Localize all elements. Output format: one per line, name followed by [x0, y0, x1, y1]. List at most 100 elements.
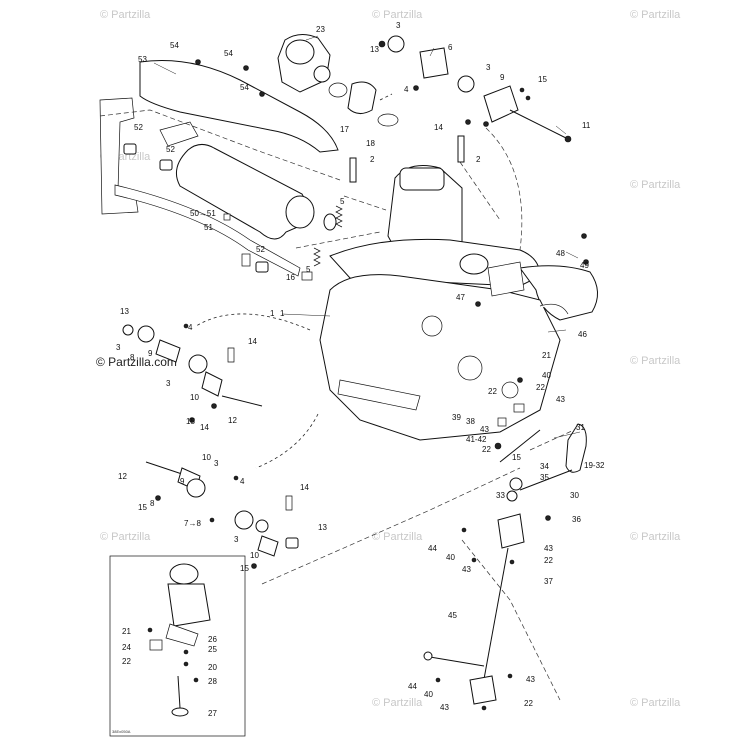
dashed-guide	[461, 539, 561, 701]
callout-22: 22	[536, 383, 545, 392]
callout-11: 11	[582, 121, 591, 130]
callout-43: 43	[462, 565, 471, 574]
leader	[547, 329, 567, 333]
callout-43: 43	[480, 425, 489, 434]
callout-10: 10	[190, 393, 199, 402]
bushing	[506, 490, 518, 502]
rod-end	[423, 651, 433, 661]
callout-27: 27	[208, 709, 217, 718]
watermark: © Partzilla	[630, 355, 681, 367]
callout-43: 43	[526, 675, 535, 684]
bolt	[243, 65, 249, 71]
callout-15: 15	[240, 564, 249, 573]
callout-28: 28	[208, 677, 217, 686]
bolt	[475, 301, 481, 307]
callout-43: 43	[556, 395, 565, 404]
shift-knob	[565, 423, 587, 473]
inset-carb-top	[169, 563, 199, 585]
bolt	[525, 95, 531, 101]
callout-46: 46	[578, 330, 587, 339]
leader-lines	[153, 35, 581, 439]
callout-25: 25	[208, 645, 217, 654]
watermark-inline: © Partzilla.com	[96, 355, 177, 369]
watermark: © Partzilla	[100, 531, 151, 543]
engine-bracket	[483, 85, 519, 123]
callout-10: 10	[250, 551, 259, 560]
muffler	[175, 144, 307, 240]
callout-8: 8	[130, 353, 135, 362]
callout-50-51: 50→51	[190, 209, 216, 218]
left-mount-upper	[122, 323, 263, 423]
callout-3: 3	[166, 379, 171, 388]
leader	[305, 35, 319, 41]
bolt	[581, 233, 587, 239]
callout-12: 12	[118, 472, 127, 481]
inset-carb-body	[167, 583, 211, 627]
nut	[461, 527, 467, 533]
callout-43: 43	[440, 703, 449, 712]
crankcase-cover	[501, 381, 519, 399]
bolt	[155, 495, 161, 501]
inset-screw	[183, 649, 189, 655]
callout-labels: 1 2 2 3 3 3 3 3 3 4 4 4 5 5 6 7→8 8 8 9 …	[116, 21, 605, 718]
lower-bracket	[469, 675, 497, 705]
washer	[387, 35, 405, 53]
callout-2: 2	[370, 155, 375, 164]
ball-joint	[494, 442, 502, 450]
bolt	[519, 87, 525, 93]
callout-9: 9	[148, 349, 153, 358]
nut	[471, 557, 477, 563]
bolt	[189, 417, 195, 423]
washer	[137, 325, 155, 343]
bolt	[465, 119, 471, 125]
callout-3: 3	[396, 21, 401, 30]
inset-rod	[177, 675, 181, 709]
bolt	[583, 259, 589, 265]
callout-54: 54	[170, 41, 179, 50]
callout-34: 34	[540, 462, 549, 471]
nut	[481, 705, 487, 711]
shift-lever	[519, 469, 573, 491]
callout-1: 1	[270, 309, 275, 318]
callout-30: 30	[570, 491, 579, 500]
callout-24: 24	[122, 643, 131, 652]
washer	[497, 417, 507, 427]
watermark: © Partzilla	[100, 9, 151, 21]
mount-cushion	[155, 339, 181, 363]
carburetor-top	[285, 39, 315, 65]
callout-3: 3	[234, 535, 239, 544]
watermark: © Partzilla	[630, 531, 681, 543]
callout-53: 53	[138, 55, 147, 64]
callout-54: 54	[240, 83, 249, 92]
cap	[285, 537, 299, 549]
callout-49: 49	[580, 261, 589, 270]
callout-14: 14	[200, 423, 209, 432]
watermark: © Partzilla	[372, 531, 423, 543]
callout-3: 3	[214, 459, 219, 468]
callout-6: 6	[448, 43, 453, 52]
shift-linkage	[423, 423, 587, 711]
oil-filler	[459, 253, 489, 275]
dashed-guide	[295, 231, 381, 249]
dashed-guide	[529, 429, 575, 451]
callout-41-42: 41-42	[466, 435, 487, 444]
callout-33: 33	[496, 491, 505, 500]
callout-9: 9	[180, 477, 185, 486]
link-rod	[423, 655, 485, 667]
grommet	[159, 159, 173, 171]
callout-22: 22	[488, 387, 497, 396]
dashed-guide	[261, 467, 521, 585]
bolt	[211, 403, 217, 409]
dashed-guide	[343, 195, 387, 211]
nut	[435, 677, 441, 683]
left-mount-lower	[145, 461, 299, 569]
callout-13: 13	[370, 45, 379, 54]
leader	[153, 62, 177, 75]
assembly-arrow	[379, 93, 393, 101]
callout-12: 12	[228, 416, 237, 425]
bolt	[517, 377, 523, 383]
crankcase	[319, 274, 561, 441]
long-bolt	[509, 109, 567, 139]
bolt	[545, 515, 551, 521]
